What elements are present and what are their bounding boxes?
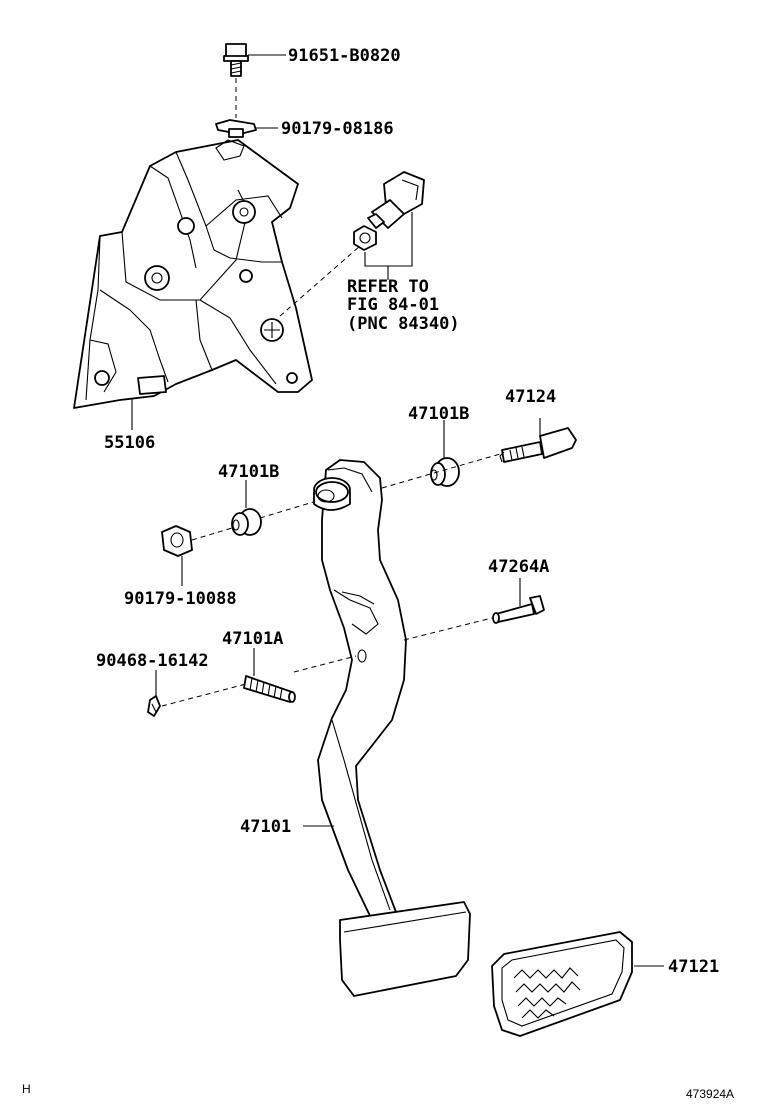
label-90468: 90468-16142: [96, 651, 209, 671]
axis-pivot-right: [381, 453, 501, 489]
clevis-pin-47264a-icon: [492, 595, 545, 624]
label-47121: 47121: [668, 957, 719, 977]
brake-pedal-arm-47101-icon: [313, 459, 471, 997]
label-91651: 91651-B0820: [288, 46, 401, 66]
axis-spring-b: [293, 655, 357, 673]
diagram-id: 473924A: [686, 1087, 734, 1101]
axis-pivot-left-b: [259, 499, 321, 519]
corner-label-left: H: [22, 1082, 31, 1096]
label-47264a: 47264A: [488, 557, 549, 577]
bushing-47101b-right-icon: [430, 457, 460, 487]
cotter-pin-90468-16142-icon: [147, 695, 161, 717]
pedal-pad-47121-icon: [491, 931, 633, 1037]
label-90179-08186: 90179-08186: [281, 119, 394, 139]
nut-90179-10088-icon: [161, 525, 193, 557]
refer-line-3: (PNC 84340): [347, 314, 460, 334]
spring-47101a-icon: [243, 675, 296, 703]
pedal-bracket-55106-icon: [73, 139, 313, 409]
bushing-47101b-left-icon: [231, 508, 262, 536]
pivot-bolt-47124-icon: [499, 427, 577, 463]
refer-line-2: FIG 84-01: [347, 295, 439, 315]
refer-line-1: REFER TO: [347, 277, 429, 297]
label-47101: 47101: [240, 817, 291, 837]
clip-nut-90179-08186-icon: [215, 119, 257, 138]
axis-pivot-left-a: [191, 527, 233, 541]
axis-spring-a: [161, 683, 247, 707]
label-47101b-right: 47101B: [408, 404, 469, 424]
bolt-91651-icon: [223, 43, 249, 77]
stop-lamp-switch-icon: [353, 171, 425, 251]
label-90179-10088: 90179-10088: [124, 589, 237, 609]
label-55106: 55106: [104, 433, 155, 453]
label-47101a: 47101A: [222, 629, 283, 649]
label-47124: 47124: [505, 387, 556, 407]
label-47101b-left: 47101B: [218, 462, 279, 482]
axis-pin: [403, 617, 493, 641]
